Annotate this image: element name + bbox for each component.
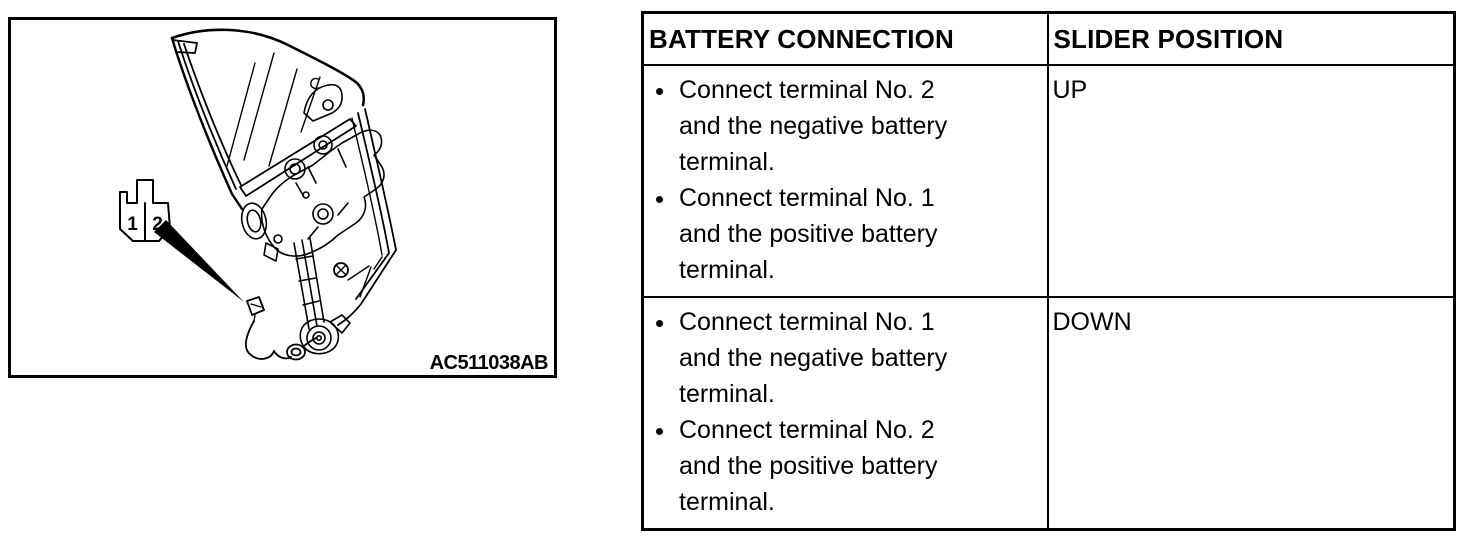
figure-code-label: AC511038AB bbox=[430, 352, 548, 374]
instruction-item: Connect terminal No. 2 and the negative … bbox=[677, 72, 1039, 180]
table-header-row: BATTERY CONNECTION SLIDER POSITION bbox=[641, 11, 1456, 66]
body-panel bbox=[333, 108, 397, 326]
terminal-2-label: 2 bbox=[152, 214, 163, 235]
battery-connection-table: BATTERY CONNECTION SLIDER POSITION Conne… bbox=[641, 11, 1456, 531]
terminal-1-label: 1 bbox=[127, 214, 138, 235]
regulator-mechanism bbox=[240, 83, 385, 262]
instruction-list: Connect terminal No. 1 and the negative … bbox=[648, 304, 1039, 520]
col-header-battery-connection: BATTERY CONNECTION bbox=[641, 11, 1049, 66]
slider-position-cell: DOWN bbox=[1046, 295, 1456, 531]
pointer-arrow bbox=[154, 220, 244, 302]
figure-box: 1 2 AC511038AB bbox=[8, 17, 557, 378]
quarter-glass bbox=[170, 28, 366, 211]
regulator-rail bbox=[293, 237, 325, 330]
slider-position-cell: UP bbox=[1046, 63, 1456, 298]
glass-marker-glyph bbox=[310, 77, 319, 90]
harness-wire bbox=[244, 296, 317, 361]
instruction-item: Connect terminal No. 2 and the positive … bbox=[677, 412, 1039, 520]
quarter-glass-regulator-illustration: 1 2 AC511038AB bbox=[119, 28, 549, 374]
table-row-up: Connect terminal No. 2 and the negative … bbox=[641, 63, 1456, 298]
connector-plug-icon: 1 2 bbox=[119, 179, 171, 242]
battery-connection-cell: Connect terminal No. 1 and the negative … bbox=[641, 295, 1049, 531]
col-header-slider-position: SLIDER POSITION bbox=[1046, 11, 1456, 66]
instruction-list: Connect terminal No. 2 and the negative … bbox=[648, 72, 1039, 288]
battery-connection-cell: Connect terminal No. 2 and the negative … bbox=[641, 63, 1049, 298]
table-row-down: Connect terminal No. 1 and the negative … bbox=[641, 295, 1456, 531]
instruction-item: Connect terminal No. 1 and the negative … bbox=[677, 304, 1039, 412]
instruction-item: Connect terminal No. 1 and the positive … bbox=[677, 180, 1039, 288]
